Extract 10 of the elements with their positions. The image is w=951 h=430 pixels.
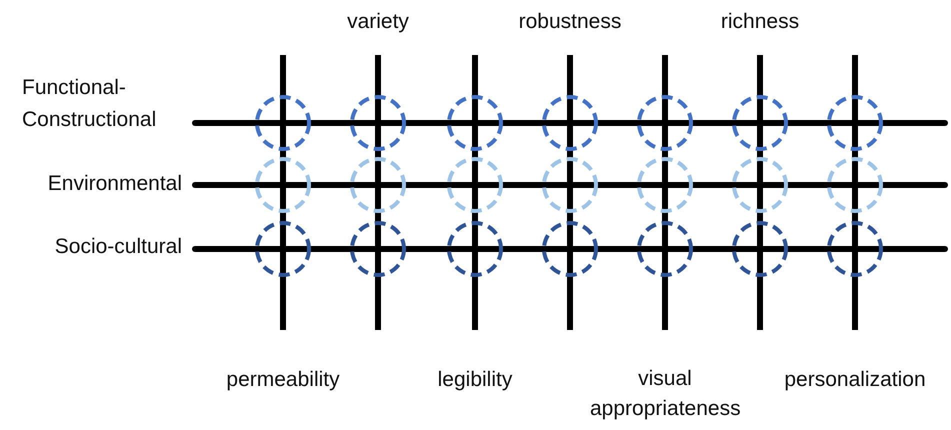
row-label: Socio-cultural bbox=[54, 234, 182, 260]
column-label: permeability bbox=[225, 367, 341, 393]
row-label: Functional-Constructional bbox=[22, 75, 158, 133]
column-label: robustness bbox=[518, 9, 622, 35]
row-label: Environmental bbox=[46, 171, 182, 197]
column-label: legibility bbox=[436, 367, 514, 393]
column-label: richness bbox=[720, 9, 800, 35]
column-label: visual appropriateness bbox=[590, 366, 740, 422]
column-label: personalization bbox=[783, 367, 927, 393]
column-label: variety bbox=[346, 9, 410, 35]
